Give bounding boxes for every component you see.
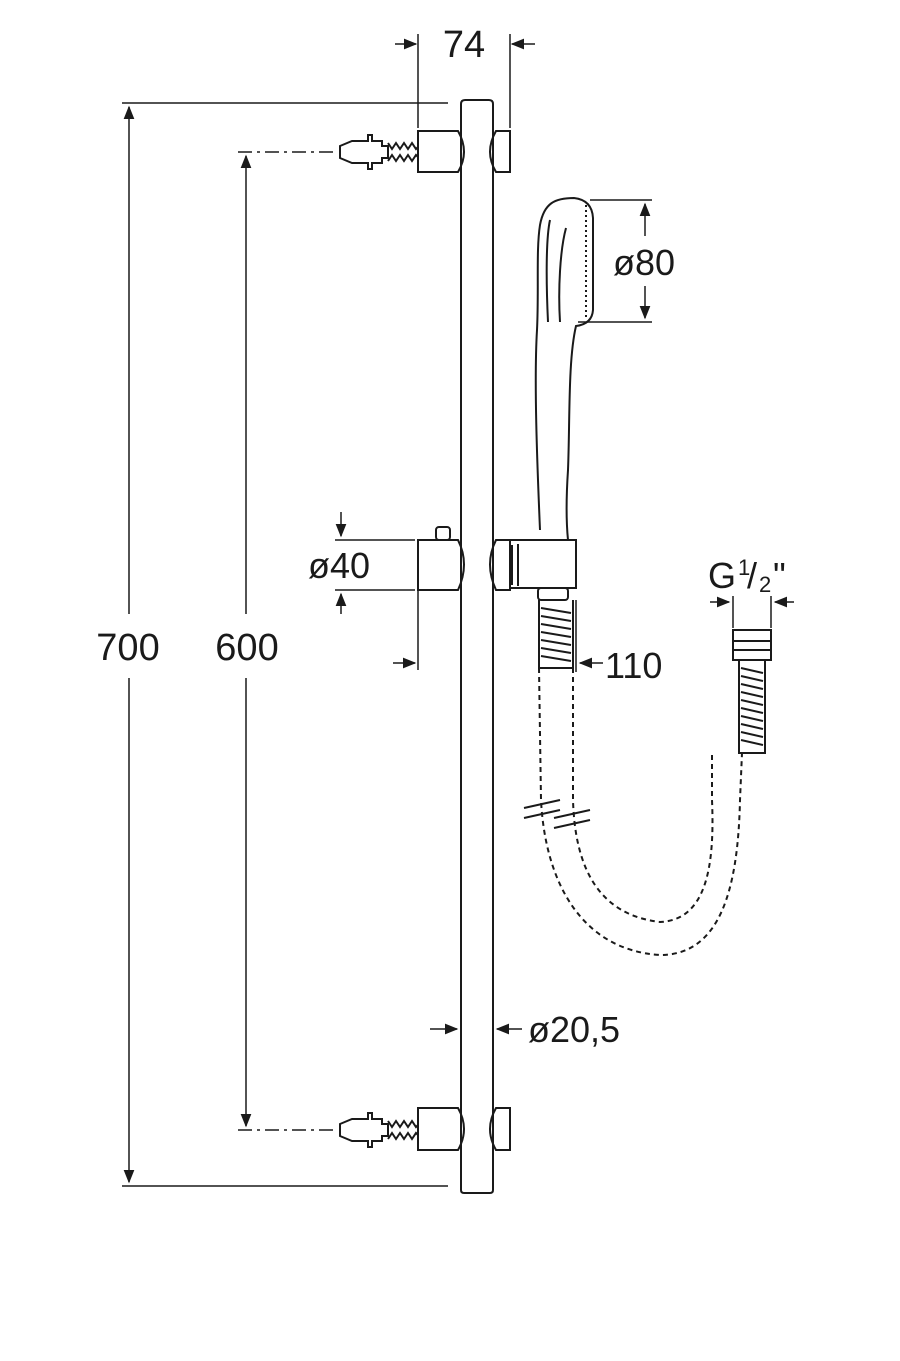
label-thread-slash: /	[747, 555, 757, 596]
hose-end-nut	[732, 629, 772, 754]
label-total-height: 700	[96, 627, 159, 669]
flexible-hose	[523, 667, 743, 957]
label-thread-g: G	[708, 555, 736, 596]
dim-slider-offset	[393, 590, 419, 670]
dim-handle-offset	[575, 600, 603, 672]
dim-bar-width	[395, 34, 535, 128]
label-bar-width: 74	[443, 24, 485, 66]
dim-slider-diameter	[335, 512, 415, 614]
label-thread-den: 2	[759, 572, 771, 597]
hand-shower	[534, 196, 594, 541]
handset-holder	[509, 539, 577, 601]
top-wall-bracket	[417, 130, 511, 173]
rail-slider	[417, 526, 511, 591]
bottom-wall-screw	[339, 1112, 419, 1148]
label-mount-spacing: 600	[215, 627, 278, 669]
dim-head-diameter	[578, 199, 652, 323]
label-thread-quote: "	[773, 555, 786, 596]
hose-connector	[538, 600, 574, 669]
dim-total-height	[122, 102, 448, 1187]
dim-mount-spacing	[238, 151, 336, 1131]
label-rail-diameter: ø20,5	[528, 1009, 620, 1050]
label-slider-diameter: ø40	[308, 545, 370, 586]
label-head-diameter: ø80	[613, 242, 675, 283]
top-wall-screw	[339, 134, 419, 170]
dim-thread	[710, 596, 794, 628]
label-thread: G 1 / 2 "	[708, 555, 786, 597]
label-thread-num: 1	[738, 555, 750, 580]
shower-rail	[460, 99, 494, 1194]
bottom-wall-bracket	[417, 1107, 511, 1151]
label-handle-offset: 110	[605, 645, 662, 686]
